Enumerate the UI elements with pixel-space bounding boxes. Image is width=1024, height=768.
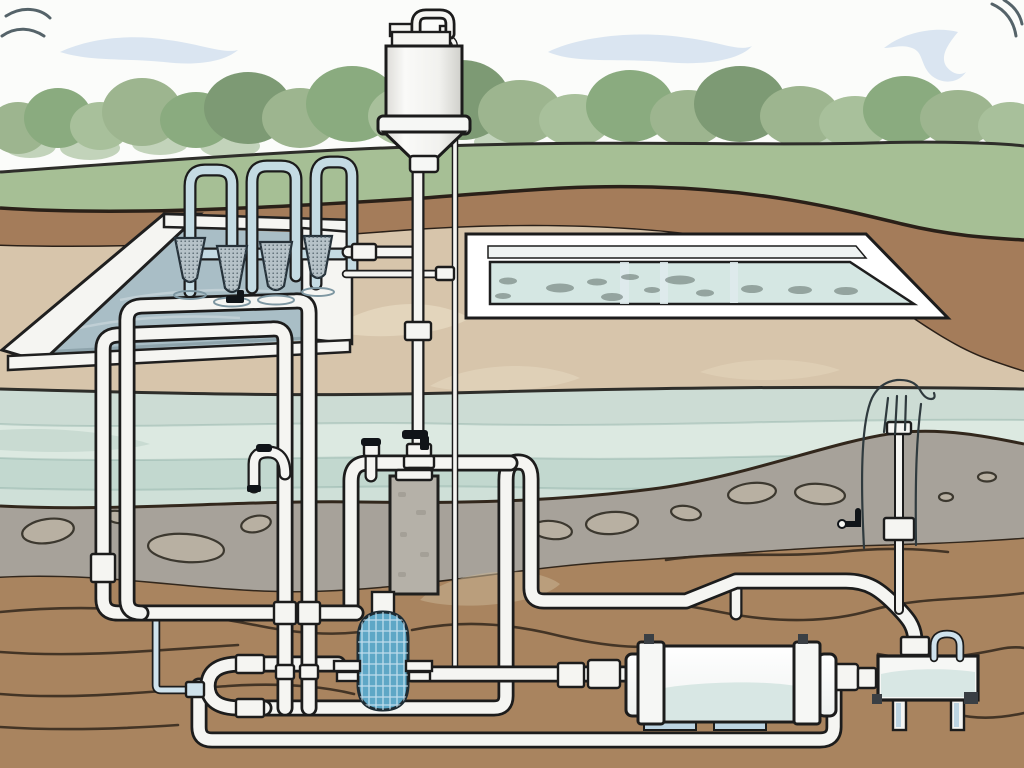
hopper-handle [410, 8, 456, 40]
pipe-coupling [885, 420, 913, 436]
hopper-body [384, 44, 464, 122]
box-bracket [964, 692, 978, 704]
pipe-coupling-blue [184, 680, 206, 699]
j-hook-valve [256, 444, 272, 452]
tank-band [636, 640, 666, 726]
pipe-coupling [350, 242, 378, 262]
hopper-outlet [408, 154, 440, 174]
pipe-union [899, 635, 931, 657]
pipe-coupling [402, 454, 436, 470]
well-screen-grid [358, 612, 408, 710]
pipe-coupling [882, 516, 916, 542]
screened-well-tank [332, 590, 434, 712]
well-flange [407, 670, 432, 683]
blue-j-pipe [929, 629, 965, 663]
gravel-stones [21, 471, 998, 564]
well-flange [332, 659, 362, 673]
hopper-funnel-tank [376, 8, 472, 174]
valve-handle [361, 438, 381, 446]
tank-bolt [644, 634, 654, 644]
concrete-column [388, 468, 440, 596]
j-hook-tip [247, 485, 261, 492]
tank-band [792, 640, 822, 726]
pipe-union [856, 666, 878, 690]
box-leg-shade [954, 703, 959, 727]
pipe-coupling [234, 653, 266, 675]
pipe-union [586, 658, 622, 690]
basin-front-curb [6, 338, 352, 372]
sky-corner-marks [0, 0, 1024, 38]
valve-details [226, 290, 861, 529]
column-collar [394, 468, 434, 482]
spout-icon [420, 436, 429, 450]
spray-nozzle-cones [173, 234, 335, 308]
pipe-coupling [434, 265, 456, 282]
pipe-union [556, 661, 586, 689]
pipe-coupling [234, 697, 266, 719]
tank-water-fill [664, 682, 796, 720]
pipe-coupling [89, 552, 117, 584]
basin-valve [237, 290, 244, 299]
distribution-box-tank [872, 629, 980, 732]
box-leg-shade [896, 703, 901, 727]
box-bracket [872, 694, 882, 704]
pipe-union [832, 662, 860, 692]
pool-speckles [495, 274, 858, 301]
tree-line [0, 60, 1024, 160]
riser-elbow [837, 508, 861, 529]
well-fountain [860, 378, 936, 550]
pipe-coupling [403, 320, 433, 342]
pipe-coupling [274, 663, 296, 681]
pressure-cylinder-tank [624, 634, 838, 731]
pool-water [488, 260, 919, 306]
pipe-tee [296, 600, 322, 626]
pipe-tee [272, 600, 298, 626]
well-flange [404, 659, 434, 673]
tank-bolt [798, 634, 808, 644]
settling-pool [464, 232, 952, 320]
box-water-fill [881, 669, 975, 697]
cloud-wisps [60, 29, 966, 82]
pipe-couplings [89, 242, 931, 719]
well-flange [335, 670, 360, 683]
pipe-coupling [298, 663, 320, 681]
